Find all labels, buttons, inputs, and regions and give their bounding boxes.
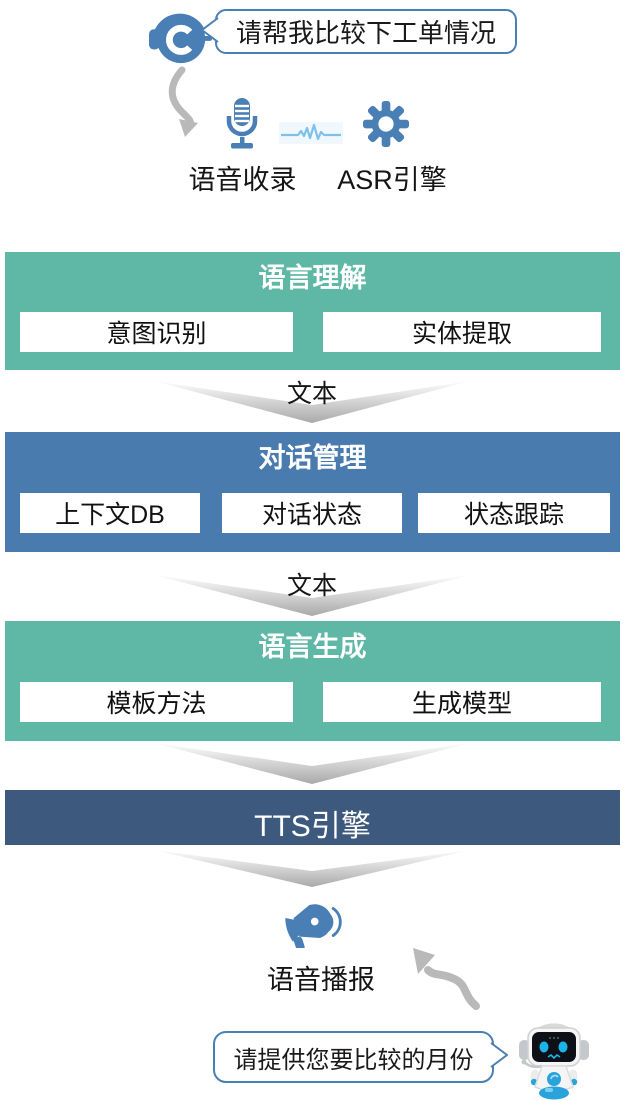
nlu-block: 语言理解 意图识别 实体提取 — [5, 252, 620, 370]
gear-icon — [363, 100, 409, 148]
dm-block-title: 对话管理 — [258, 443, 367, 473]
chevron-down-arrow-2 — [152, 575, 472, 616]
nlu-block-title: 语言理解 — [258, 263, 367, 293]
microphone-icon — [224, 97, 260, 149]
chevron-down-arrow-1 — [152, 381, 472, 423]
asr-engine-label: ASR引擎 — [337, 165, 447, 195]
nlg-item-template: 模板方法 — [20, 682, 293, 722]
nlg-item-generative: 生成模型 — [323, 682, 601, 722]
bot-speech-text: 请提供您要比较的月份 — [233, 1046, 474, 1074]
chevron-down-arrow-3 — [152, 743, 472, 784]
tts-block: TTS引擎 — [5, 790, 620, 845]
flow-text-label-1: 文本 — [286, 380, 337, 408]
dm-item-dialog-state: 对话状态 — [222, 493, 402, 533]
voice-record-label: 语音收录 — [188, 165, 297, 195]
user-speech-text: 请帮我比较下工单情况 — [235, 18, 496, 48]
dm-item-state-tracking: 状态跟踪 — [418, 493, 610, 533]
curved-arrow-up-icon — [388, 946, 482, 1010]
flow-text-label-2: 文本 — [286, 572, 337, 600]
tts-block-title: TTS引擎 — [254, 810, 371, 843]
dialog-management-block: 对话管理 上下文DB 对话状态 状态跟踪 — [5, 432, 620, 552]
headset-agent-icon — [148, 4, 212, 66]
voice-broadcast-label: 语音播报 — [267, 965, 375, 995]
nlu-item-intent: 意图识别 — [20, 312, 293, 352]
nlu-item-entity: 实体提取 — [323, 312, 601, 352]
user-speech-bubble: 请帮我比较下工单情况 — [201, 9, 517, 54]
bot-speech-bubble: 请提供您要比较的月份 — [213, 1031, 508, 1083]
curved-arrow-down-icon — [162, 66, 214, 138]
megaphone-icon — [283, 898, 345, 948]
nlg-block: 语言生成 模板方法 生成模型 — [5, 621, 620, 741]
robot-icon — [512, 1012, 596, 1100]
dm-item-context-db: 上下文DB — [20, 493, 200, 533]
nlg-block-title: 语言生成 — [258, 632, 367, 662]
waveform-icon — [279, 120, 343, 146]
chevron-down-arrow-4 — [152, 850, 472, 887]
